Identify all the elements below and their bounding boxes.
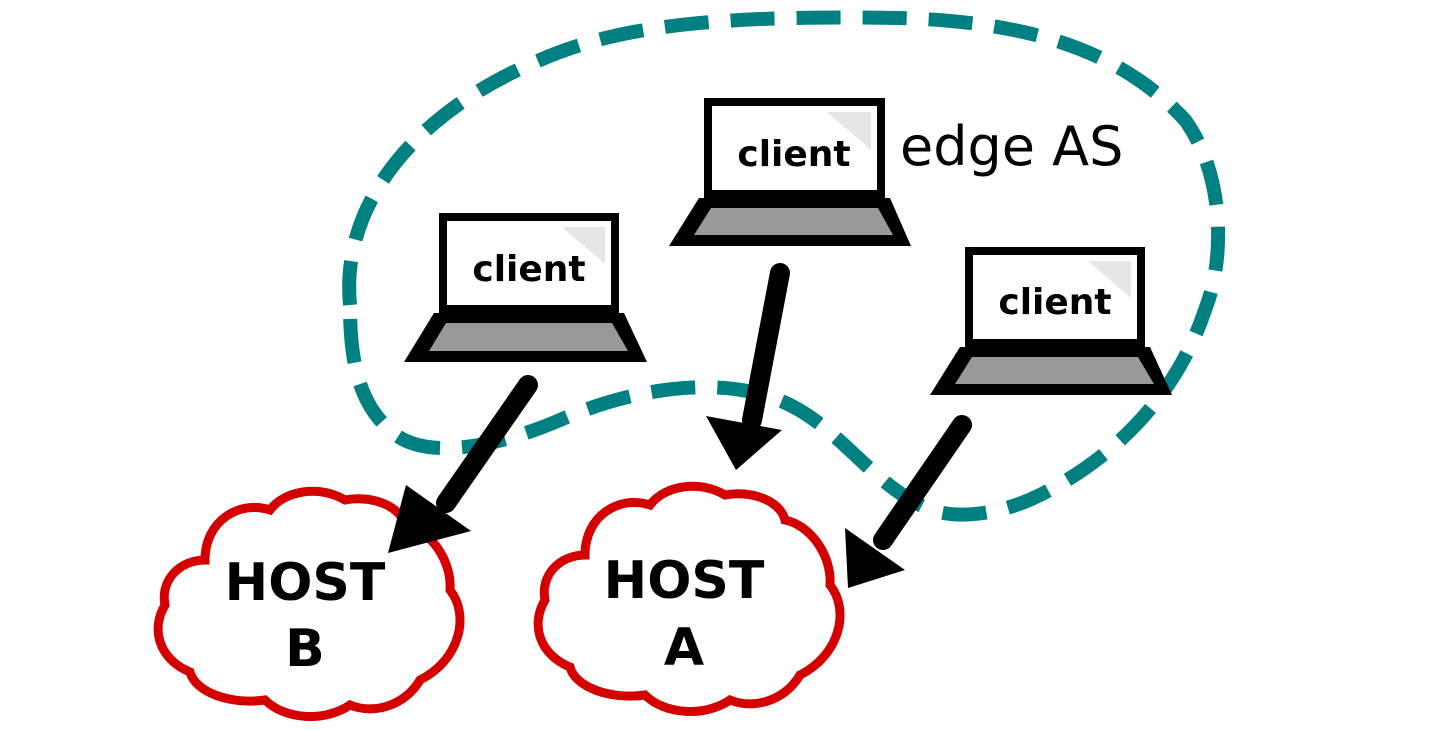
laptop-keyboard [694, 208, 893, 235]
client-label: client [737, 134, 850, 175]
screen-glare [827, 112, 871, 150]
arrow-shaft [873, 415, 972, 550]
host-a-cloud: HOST A [533, 481, 845, 716]
laptop-keyboard [955, 357, 1154, 384]
laptop-client-right: client [930, 247, 1172, 395]
laptop-screen [439, 213, 619, 313]
host-b-line2: B [285, 619, 325, 679]
edge-as-boundary [342, 10, 1226, 522]
laptop-client-left: client [404, 213, 647, 362]
laptop-client-middle: client [669, 98, 911, 246]
arrow-shaft [742, 263, 790, 430]
arrow-client-left-to-host-b [388, 375, 538, 553]
arrow-client-right-to-host-a [845, 415, 972, 588]
arrow-head [706, 416, 782, 470]
host-a-line1: HOST [604, 551, 765, 611]
host-b-cloud: HOST B [153, 486, 465, 721]
edge-as-label: edge AS [900, 115, 1123, 178]
host-a-line2: A [664, 618, 704, 678]
arrow-client-middle-to-host-a [706, 263, 790, 470]
laptop-keyboard [429, 323, 628, 351]
arrow-shaft [436, 375, 538, 513]
cloud-outline [533, 481, 845, 716]
client-label: client [998, 282, 1111, 323]
client-label: client [472, 249, 585, 290]
arrow-head [388, 485, 471, 553]
screen-glare [1088, 261, 1131, 298]
host-b-line1: HOST [225, 553, 386, 613]
cloud-outline [153, 486, 465, 721]
arrow-head [845, 528, 905, 588]
screen-glare [562, 227, 605, 264]
